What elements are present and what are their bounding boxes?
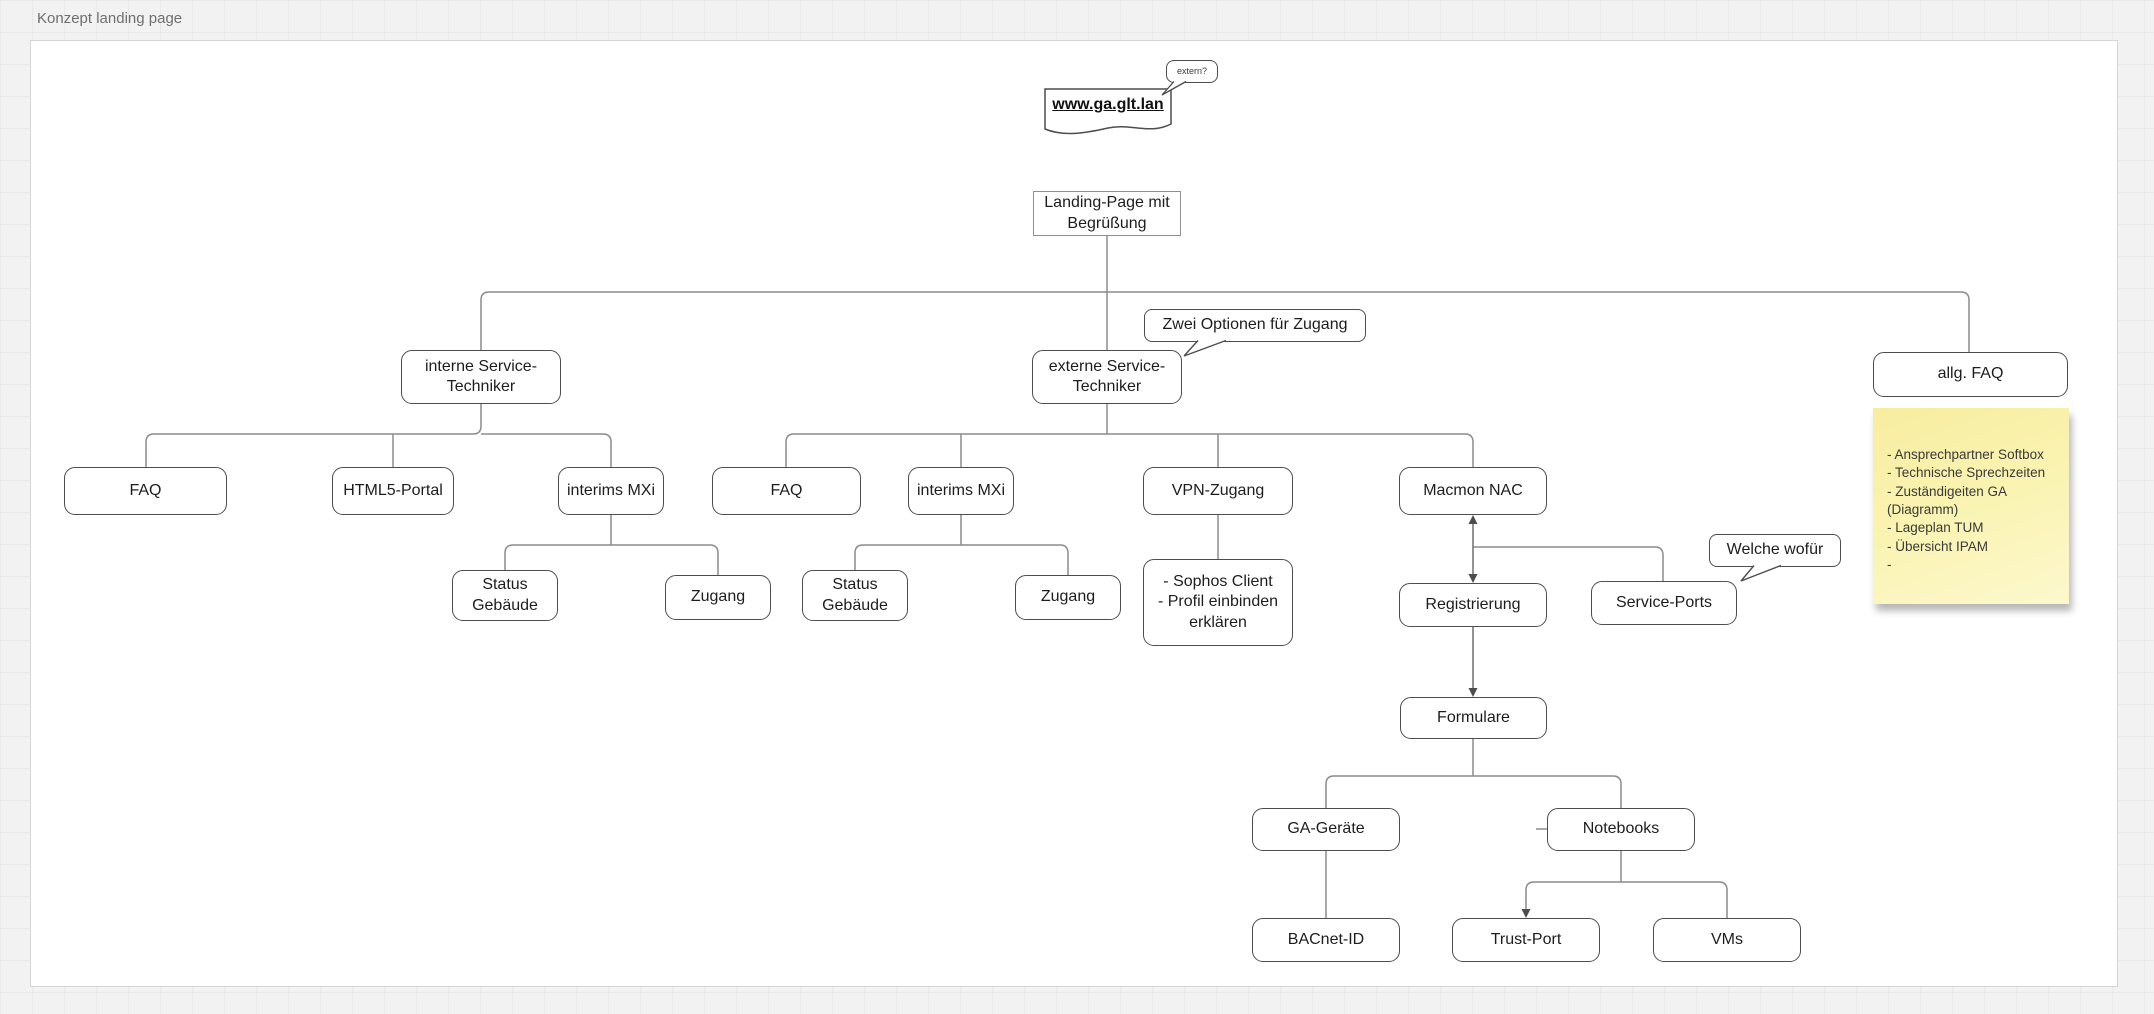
node-vms[interactable]: VMs: [1653, 918, 1801, 962]
node-notebooks[interactable]: Notebooks: [1547, 808, 1695, 851]
node-ga-geraete[interactable]: GA-Geräte: [1252, 808, 1400, 851]
node-interne-service-techniker[interactable]: interne Service-Techniker: [401, 350, 561, 404]
website-url: www.ga.glt.lan: [1052, 96, 1164, 113]
node-macmon-nac[interactable]: Macmon NAC: [1399, 467, 1547, 515]
node-interims-mxi-intern[interactable]: interims MXi: [558, 467, 664, 515]
node-interims-mxi-extern[interactable]: interims MXi: [908, 467, 1014, 515]
node-zugang-extern[interactable]: Zugang: [1015, 575, 1121, 620]
node-landing-page[interactable]: Landing-Page mit Begrüßung: [1033, 191, 1181, 236]
node-service-ports[interactable]: Service-Ports: [1591, 581, 1737, 625]
callout-welche-wofuer[interactable]: Welche wofür: [1709, 534, 1841, 567]
node-registrierung[interactable]: Registrierung: [1399, 583, 1547, 627]
node-zugang-intern[interactable]: Zugang: [665, 575, 771, 620]
node-html5-portal[interactable]: HTML5-Portal: [332, 467, 454, 515]
node-faq-intern[interactable]: FAQ: [64, 467, 227, 515]
callout-zwei-optionen[interactable]: Zwei Optionen für Zugang: [1144, 309, 1366, 342]
node-bacnet-id[interactable]: BACnet-ID: [1252, 918, 1400, 962]
node-trust-port[interactable]: Trust-Port: [1452, 918, 1600, 962]
node-allg-faq[interactable]: allg. FAQ: [1873, 352, 2068, 397]
document-outline: [1044, 88, 1172, 135]
sticky-note[interactable]: - Ansprechpartner Softbox - Technische S…: [1873, 408, 2069, 604]
node-status-gebaeude-extern[interactable]: Status Gebäude: [802, 570, 908, 621]
diagram-title[interactable]: Konzept landing page: [37, 10, 183, 27]
website-document-shape[interactable]: www.ga.glt.lan: [1044, 88, 1172, 138]
node-faq-extern[interactable]: FAQ: [712, 467, 861, 515]
node-sophos-client[interactable]: - Sophos Client - Profil einbinden erklä…: [1143, 559, 1293, 646]
node-vpn-zugang[interactable]: VPN-Zugang: [1143, 467, 1293, 515]
node-externe-service-techniker[interactable]: externe Service-Techniker: [1032, 350, 1182, 404]
node-status-gebaeude-intern[interactable]: Status Gebäude: [452, 570, 558, 621]
callout-extern[interactable]: extern?: [1166, 60, 1218, 83]
node-formulare[interactable]: Formulare: [1400, 697, 1547, 739]
